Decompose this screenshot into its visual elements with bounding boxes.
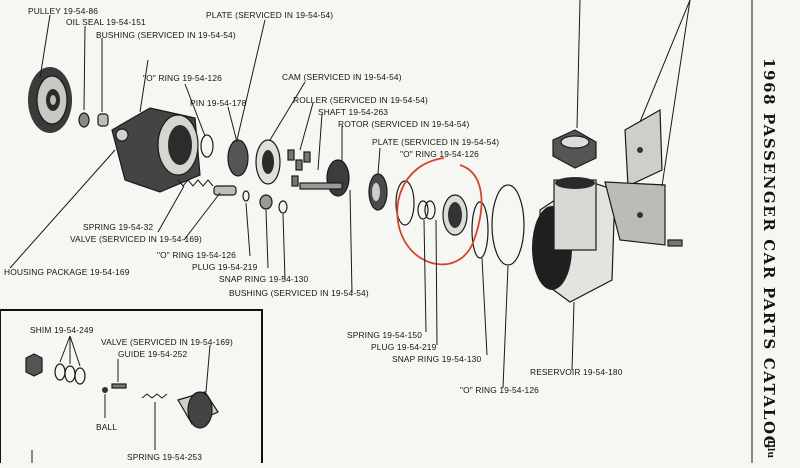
label-o-ring-mid: "O" RING 19-54-126 — [157, 250, 236, 260]
label-housing-package: HOUSING PACKAGE 19-54-169 — [4, 267, 130, 277]
corner-text: Illu — [765, 440, 775, 458]
label-pulley: PULLEY 19-54-86 — [28, 6, 98, 16]
reservoir-cap-drawing — [552, 129, 597, 169]
bushing-drawing — [97, 113, 109, 127]
label-plate-top: PLATE (SERVICED IN 19-54-54) — [206, 10, 333, 20]
inset-label-guide: GUIDE 19-54-252 — [118, 349, 187, 359]
label-rotor: ROTOR (SERVICED IN 19-54-54) — [338, 119, 469, 129]
label-snap-ring-mid: SNAP RING 19-54-130 — [219, 274, 308, 284]
o-ring-drawing — [200, 134, 214, 158]
reservoir-drawing — [532, 177, 616, 303]
catalog-title: 1968 PASSENGER CAR PARTS CATALOG — [760, 58, 778, 450]
oil-seal-drawing — [78, 112, 90, 128]
inset-parts-drawing — [25, 353, 219, 429]
label-plate-right: PLATE (SERVICED IN 19-54-54) — [372, 137, 499, 147]
label-plug-mid: PLUG 19-54-219 — [192, 262, 258, 272]
rotor-drawing — [368, 173, 388, 211]
label-shaft: SHAFT 19-54-263 — [318, 107, 388, 117]
annotation-circle — [396, 157, 483, 266]
label-snap-ring-right: SNAP RING 19-54-130 — [392, 354, 481, 364]
inset-label-valve: VALVE (SERVICED IN 19-54-169) — [101, 337, 233, 347]
label-valve-169: VALVE (SERVICED IN 19-54-169) — [70, 234, 202, 244]
label-reservoir: RESERVOIR 19-54-180 — [530, 367, 623, 377]
pump-body-drawing — [111, 107, 201, 193]
label-roller: ROLLER (SERVICED IN 19-54-54) — [293, 95, 428, 105]
bracket-drawing — [604, 108, 683, 247]
label-oil-seal: OIL SEAL 19-54-151 — [66, 17, 146, 27]
pulley-drawing — [28, 67, 72, 133]
roller-shaft-drawing — [287, 149, 350, 197]
label-o-ring-bottom: "O" RING 19-54-126 — [460, 385, 539, 395]
label-plug-right: PLUG 19-54-219 — [371, 342, 437, 352]
label-spring-32: SPRING 19-54-32 — [83, 222, 153, 232]
label-o-ring-pin: "O" RING 19-54-126 — [143, 73, 222, 83]
spring-valve-drawing — [177, 179, 288, 214]
leader-lines — [9, 0, 691, 389]
label-o-ring-top-right: "O" RING 19-54-126 — [400, 149, 479, 159]
inset-label-spring: SPRING 19-54-253 — [127, 452, 202, 462]
inset-label-ball: BALL — [96, 422, 117, 432]
label-cam: CAM (SERVICED IN 19-54-54) — [282, 72, 402, 82]
label-bushing-bottom: BUSHING (SERVICED IN 19-54-54) — [229, 288, 369, 298]
label-bushing-top: BUSHING (SERVICED IN 19-54-54) — [96, 30, 236, 40]
cam-plate-drawing — [227, 139, 281, 185]
label-pin: PIN 19-54-178 — [190, 98, 247, 108]
inset-box — [0, 309, 263, 468]
snap-ring-plug-drawing — [395, 180, 525, 266]
label-spring-150: SPRING 19-54-150 — [347, 330, 422, 340]
inset-label-shim: SHIM 19-54-249 — [30, 325, 94, 335]
inset-leader-lines — [31, 335, 211, 463]
